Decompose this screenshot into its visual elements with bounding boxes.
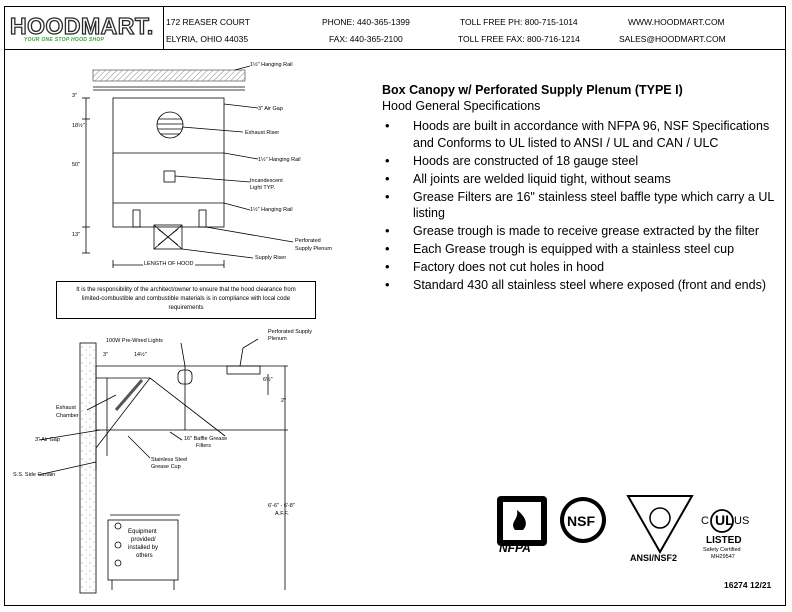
website-link[interactable]: WWW.HOODMART.COM (628, 17, 725, 27)
ul-safety: Safety Certified (703, 547, 741, 553)
ul-c: C (701, 515, 709, 527)
dim-2-side: 2" (281, 398, 287, 404)
supply-plenum (226, 365, 261, 375)
label-baffle: 16" Baffle Grease (184, 436, 228, 442)
ansi-text: ANSI/NSF2 (630, 553, 678, 563)
label-perforated: Perforated (295, 238, 321, 244)
header-divider (4, 49, 786, 50)
label-hanging-rail-top: 1½" Hanging Rail (250, 62, 293, 68)
logo-wordmark: HOODMART. (9, 13, 154, 39)
label-aff: A.F.F. (275, 511, 289, 517)
label-lights: 100W Pre-Wired Lights (106, 338, 163, 344)
dim-3-front: 3" (72, 93, 78, 99)
label-exhaust-riser: Exhaust Riser (245, 130, 280, 136)
label-height: 6'-6" - 6'-8" (268, 503, 295, 509)
dim-14-side: 14½" (134, 352, 147, 358)
supply-riser-box (153, 224, 183, 250)
toll-free-phone: TOLL FREE PH: 800-715-1014 (460, 17, 578, 27)
label-supply-riser: Supply Riser (255, 255, 287, 261)
label-perf-supply: Perforated Supply (268, 329, 313, 335)
label-incandescent: Incandescent (250, 178, 283, 184)
spec-item: Factory does not cut holes in hood (382, 259, 782, 276)
ul-listed: LISTED (706, 535, 742, 546)
front-view (82, 65, 294, 268)
address-line2: ELYRIA, OHIO 44035 (166, 34, 249, 44)
label-plenum: Plenum (268, 336, 287, 342)
phone: PHONE: 440-365-1399 (322, 17, 410, 27)
spec-item: Hoods are constructed of 18 gauge steel (382, 153, 782, 170)
email-link[interactable]: SALES@HOODMART.COM (619, 34, 726, 44)
logo-tagline: YOUR ONE STOP HOOD SHOP (24, 37, 105, 43)
spec-title: Box Canopy w/ Perforated Supply Plenum (… (382, 83, 683, 97)
wall (79, 342, 97, 594)
spec-subtitle: Hood General Specifications (382, 99, 541, 113)
ul-us: US (734, 515, 750, 527)
label-equipment: Equipment (128, 529, 157, 535)
hoodmart-logo: HOODMART. YOUR ONE STOP HOOD SHOP (9, 13, 160, 44)
dim-50-front: 50" (72, 162, 81, 168)
exhaust-riser-circle (156, 111, 184, 139)
label-length-of-hood: LENGTH OF HOOD (143, 261, 195, 268)
spec-item: Grease Filters are 16" stainless steel b… (382, 189, 782, 222)
label-others: others (136, 553, 153, 559)
label-air-gap: 3" Air Gap (258, 106, 283, 112)
label-stainless: Stainless Steel (151, 457, 188, 463)
document-number: 16274 12/21 (724, 580, 772, 590)
label-provided: provided/ (131, 537, 156, 543)
label-installed-by: installed by (128, 545, 159, 551)
ul-mark: UL (715, 512, 734, 528)
side-view (37, 338, 288, 594)
label-light-typ: Light TYP. (250, 185, 275, 191)
dim-18-front: 18½" (72, 123, 85, 129)
spec-item: Grease trough is made to receive grease … (382, 223, 782, 240)
spec-item: Hoods are built in accordance with NFPA … (382, 118, 782, 151)
hood-body (112, 97, 225, 228)
dim-3-side: 3" (103, 352, 109, 358)
equipment-box (107, 519, 179, 581)
ceiling-hatch (92, 69, 246, 82)
spec-item: Standard 430 all stainless steel where e… (382, 277, 782, 294)
spec-item: Each Grease trough is equipped with a st… (382, 241, 782, 258)
toll-free-fax: TOLL FREE FAX: 800-716-1214 (458, 34, 580, 44)
page-frame (4, 6, 786, 606)
light-fixture (177, 369, 193, 385)
light-box (163, 170, 176, 183)
spec-list: Hoods are built in accordance with NFPA … (382, 118, 782, 295)
dim-6-side: 6½" (263, 377, 273, 383)
label-side-curtain: S.S. Side Curtain (13, 472, 56, 478)
fax: FAX: 440-365-2100 (329, 34, 403, 44)
label-hanging-rail-low: 1½" Hanging Rail (250, 207, 293, 213)
label-chamber: Chamber (56, 413, 79, 419)
clearance-note: It is the responsibility of the architec… (56, 281, 316, 319)
ul-file: MH29547 (711, 554, 735, 560)
label-filters: Filters (196, 443, 211, 449)
nfpa-text: NFPA (499, 541, 531, 555)
label-air-gap-side: 3" Air Gap (35, 437, 60, 443)
label-grease-cup: Grease Cup (151, 464, 181, 470)
spec-item: All joints are welded liquid tight, with… (382, 171, 782, 188)
header-separator (163, 6, 164, 49)
label-hanging-rail-mid: 1½" Hanging Rail (258, 157, 301, 163)
address-line1: 172 REASER COURT (166, 17, 250, 27)
label-exhaust: Exhaust (56, 405, 76, 411)
nsf-text: NSF (567, 513, 595, 529)
dim-13-front: 13" (72, 232, 81, 238)
label-supply-plenum: Supply Plenum (295, 246, 332, 252)
